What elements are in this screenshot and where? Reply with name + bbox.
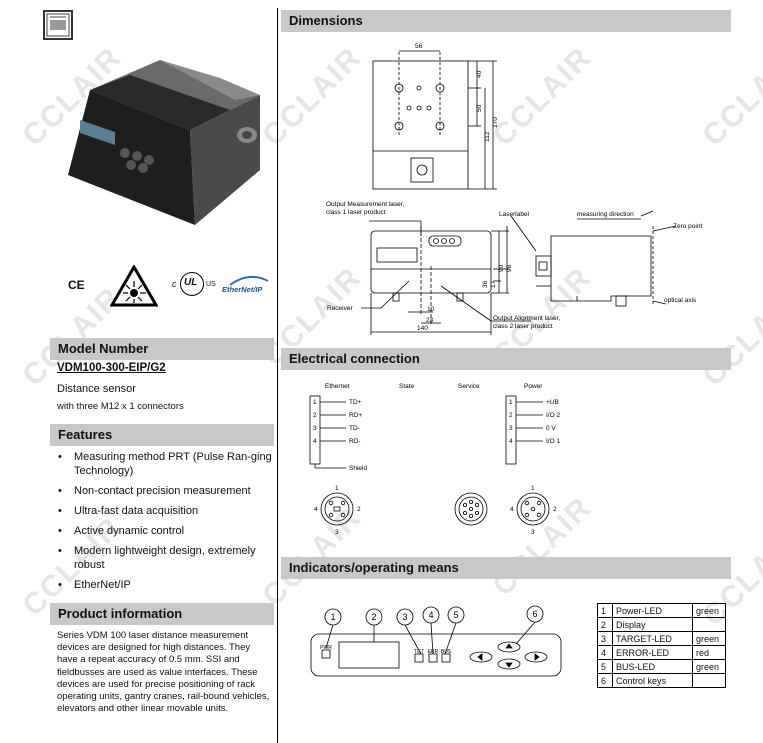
pwr-signal-0v: 0 V	[546, 425, 556, 432]
col-service: Service	[458, 383, 480, 390]
eth-signal-rd-minus: RD-	[349, 438, 361, 445]
callout-1: 1	[330, 612, 335, 622]
dim-170: 170	[492, 117, 499, 128]
product-info-header: Product information	[50, 603, 274, 625]
eth-conn-pin-3: 3	[335, 529, 339, 536]
dim-140: 140	[417, 325, 428, 332]
eth-pin-3: 3	[313, 425, 317, 432]
electrical-header: Electrical connection	[281, 348, 731, 370]
dim-112: 112	[484, 131, 491, 142]
product-description-detail: with three M12 x 1 connectors	[57, 401, 184, 412]
callout-4: 4	[428, 610, 433, 620]
table-row: 2 Display	[597, 617, 726, 632]
col-power: Power	[524, 383, 543, 390]
dim-23: 23	[426, 317, 434, 324]
brand-logo-icon	[43, 10, 73, 40]
pwr-signal-io1: I/O 1	[546, 438, 560, 445]
column-divider	[277, 8, 278, 743]
eth-pin-1: 1	[313, 399, 317, 406]
dim-50: 50	[476, 104, 483, 112]
dimensions-header: Dimensions	[281, 10, 731, 32]
callout-2: 2	[371, 612, 376, 622]
dim-10: 10	[427, 306, 435, 313]
table-row: 5 BUS-LED green	[597, 659, 726, 674]
model-number: VDM100-300-EIP/G2	[57, 362, 166, 374]
pwr-pin-2: 2	[509, 412, 513, 419]
cul-us-mark-icon: c UL US	[172, 270, 216, 300]
col-ethernet: Ethernet	[325, 383, 350, 390]
label-optical-axis: optical axis	[664, 297, 697, 304]
product-description: Distance sensor	[57, 383, 136, 395]
led-err-label: ERR	[428, 649, 439, 655]
callout-5: 5	[453, 610, 458, 620]
indicator-panel-drawing: 1 2 3 4 5 6 PWR TGT ERR BUS	[310, 605, 562, 677]
dim-98: 98	[506, 264, 513, 272]
pwr-conn-pin-3: 3	[531, 529, 535, 536]
label-output-alignment: Output Alignment laser,	[493, 315, 560, 322]
col-state: State	[399, 383, 415, 390]
indicator-table: 1 Power-LED green 2 Display 3 TARGET-LED…	[597, 603, 726, 688]
features-list: Measuring method PRT (Pulse Ran-ging Tec…	[50, 450, 274, 598]
features-header: Features	[50, 424, 274, 446]
led-bus-label: BUS	[441, 649, 452, 655]
label-output-alignment-class: class 2 laser product	[493, 323, 553, 330]
dim-36: 36	[482, 280, 489, 288]
feature-item: Modern lightweight design, extremely rob…	[50, 544, 274, 572]
eth-signal-rd-plus: RD+	[349, 412, 362, 419]
label-output-measurement-class: class 1 laser product	[326, 209, 386, 216]
feature-item: Active dynamic control	[50, 524, 274, 538]
label-zero-point: Zero point	[673, 223, 702, 230]
eth-signal-td-plus: TD+	[349, 399, 362, 406]
ethernetip-logo-icon: EtherNet/IP	[222, 275, 274, 301]
pwr-pin-1: 1	[509, 399, 513, 406]
electrical-diagram: Ethernet State Service Power 1 2 3 4 TD+…	[309, 383, 560, 536]
pwr-signal-ub: +UB	[546, 399, 559, 406]
dim-40: 40	[476, 70, 483, 78]
label-receiver: Receiver	[327, 305, 353, 312]
indicators-header: Indicators/operating means	[281, 557, 731, 579]
table-row: 3 TARGET-LED green	[597, 631, 726, 646]
dim-17: 17	[490, 280, 497, 288]
callout-3: 3	[402, 612, 407, 622]
label-measuring-direction: measuring direction	[577, 211, 634, 218]
feature-item: Ultra-fast data acquisition	[50, 504, 274, 518]
eth-pin-4: 4	[313, 438, 317, 445]
eth-shield: Shield	[349, 465, 367, 472]
eth-signal-td-minus: TD-	[349, 425, 360, 432]
ce-mark-icon: CE	[68, 278, 85, 292]
eth-pin-2: 2	[313, 412, 317, 419]
pwr-signal-io2: I/O 2	[546, 412, 560, 419]
model-number-header: Model Number	[50, 338, 274, 360]
label-laserlabel: Laserlabel	[499, 211, 530, 218]
laser-warning-icon	[110, 265, 158, 307]
feature-item: Non-contact precision measurement	[50, 484, 274, 498]
product-info-text: Series VDM 100 laser distance measuremen…	[57, 630, 270, 715]
product-photo	[68, 60, 260, 225]
feature-item: Measuring method PRT (Pulse Ran-ging Tec…	[50, 450, 274, 478]
table-row: 1 Power-LED green	[597, 603, 726, 618]
led-tgt-label: TGT	[414, 649, 424, 655]
eth-conn-pin-4: 4	[314, 506, 318, 513]
feature-item: EtherNet/IP	[50, 578, 274, 592]
dim-90: 90	[498, 264, 505, 272]
pwr-conn-pin-1: 1	[531, 485, 535, 492]
led-pwr-label: PWR	[320, 645, 332, 651]
callout-6: 6	[532, 609, 537, 619]
table-row: 4 ERROR-LED red	[597, 645, 726, 660]
pwr-conn-pin-2: 2	[553, 506, 557, 513]
eth-conn-pin-2: 2	[357, 506, 361, 513]
dim-56: 56	[415, 43, 423, 50]
label-output-measurement: Output Measurement laser,	[326, 201, 405, 208]
table-row: 6 Control keys	[597, 673, 726, 688]
pwr-pin-3: 3	[509, 425, 513, 432]
pwr-pin-4: 4	[509, 438, 513, 445]
dimensions-drawing: 56 40 50 112 170 98 90 17 36 10 23 140 O…	[326, 43, 702, 335]
pwr-conn-pin-4: 4	[510, 506, 514, 513]
eth-conn-pin-1: 1	[335, 485, 339, 492]
